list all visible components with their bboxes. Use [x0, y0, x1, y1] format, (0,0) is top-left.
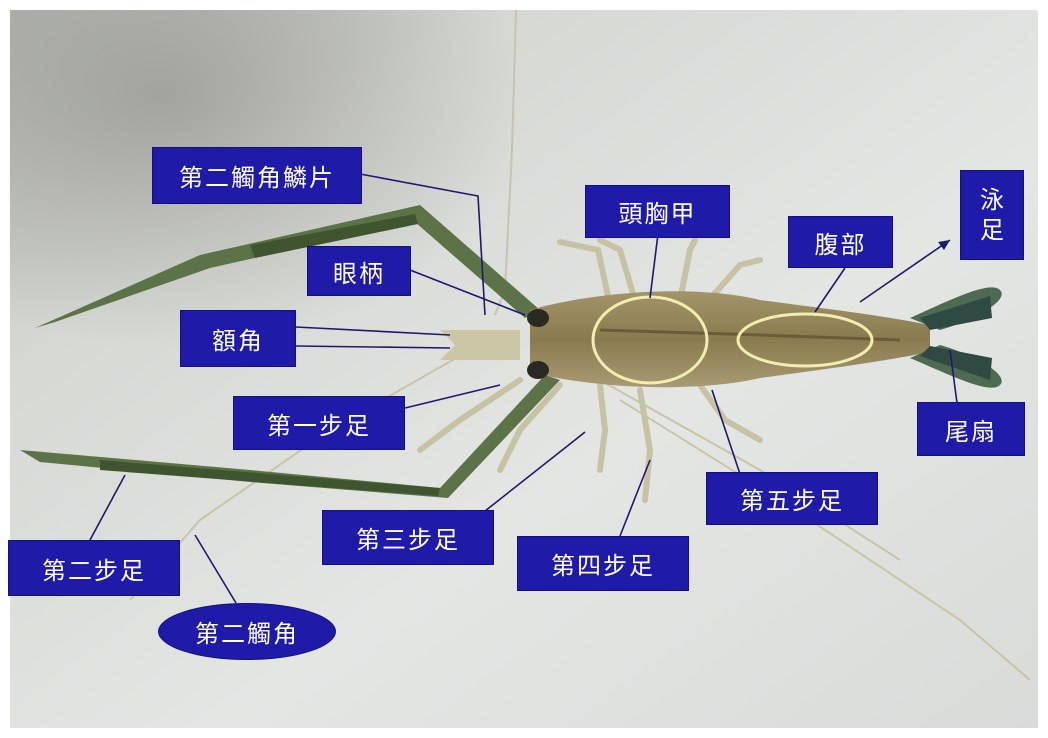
label-abdomen: 腹部: [788, 216, 893, 268]
label-rostrum: 額角: [180, 310, 296, 367]
label-second-antenna: 第二觸角: [158, 603, 336, 660]
label-fifth-walking-leg: 第五步足: [706, 472, 878, 525]
label-first-walking-leg: 第一步足: [233, 396, 405, 450]
label-tail-fan: 尾扇: [917, 402, 1025, 456]
label-antennal-scale: 第二觸角鱗片: [152, 147, 362, 204]
label-second-walking-leg: 第二步足: [8, 540, 180, 596]
label-eyestalk: 眼柄: [307, 246, 411, 296]
label-third-walking-leg: 第三步足: [322, 510, 494, 565]
label-fourth-walking-leg: 第四步足: [517, 536, 689, 591]
label-carapace: 頭胸甲: [585, 185, 730, 238]
label-swimmeret: 泳 足: [960, 170, 1024, 260]
label-swimmeret-line1: 泳: [980, 185, 1004, 215]
label-swimmeret-line2: 足: [980, 215, 1004, 245]
